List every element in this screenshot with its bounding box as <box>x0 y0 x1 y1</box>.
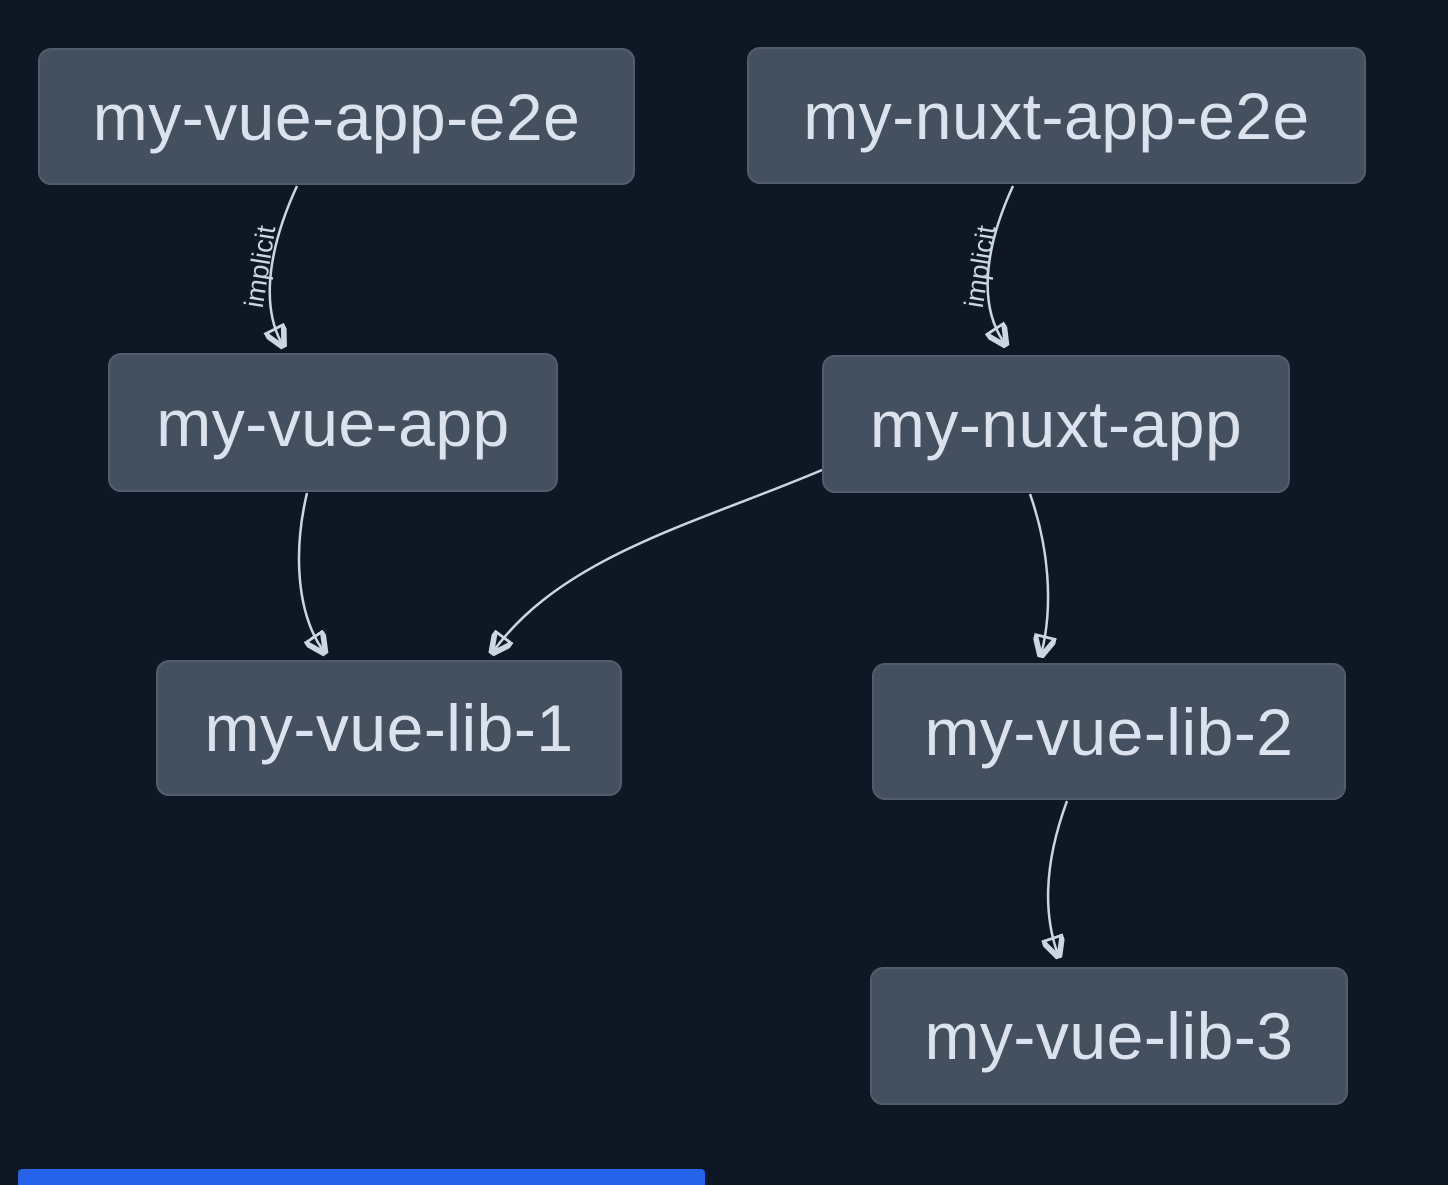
horizontal-scrollbar-thumb[interactable] <box>18 1169 705 1185</box>
graph-node-my-vue-app-e2e[interactable]: my-vue-app-e2e <box>38 48 635 185</box>
graph-node-my-nuxt-app[interactable]: my-nuxt-app <box>822 355 1290 493</box>
edge-my-vue-app-to-my-vue-lib-1 <box>297 492 322 649</box>
edge-my-vue-app-e2e-to-my-vue-app <box>270 185 299 342</box>
edge-label-implicit: implicit <box>959 223 1002 310</box>
graph-node-my-vue-app[interactable]: my-vue-app <box>108 353 558 492</box>
edge-label-implicit: implicit <box>239 223 282 310</box>
graph-node-my-vue-lib-1[interactable]: my-vue-lib-1 <box>156 660 622 796</box>
graph-node-my-nuxt-app-e2e[interactable]: my-nuxt-app-e2e <box>747 47 1366 184</box>
graph-node-my-vue-lib-3[interactable]: my-vue-lib-3 <box>870 967 1348 1105</box>
edge-my-nuxt-app-e2e-to-my-nuxt-app <box>988 185 1015 341</box>
edge-my-nuxt-app-to-my-vue-lib-2 <box>1028 493 1048 651</box>
graph-node-my-vue-lib-2[interactable]: my-vue-lib-2 <box>872 663 1346 800</box>
edge-my-nuxt-app-to-my-vue-lib-1 <box>495 468 823 649</box>
edge-my-vue-lib-2-to-my-vue-lib-3 <box>1048 800 1069 952</box>
